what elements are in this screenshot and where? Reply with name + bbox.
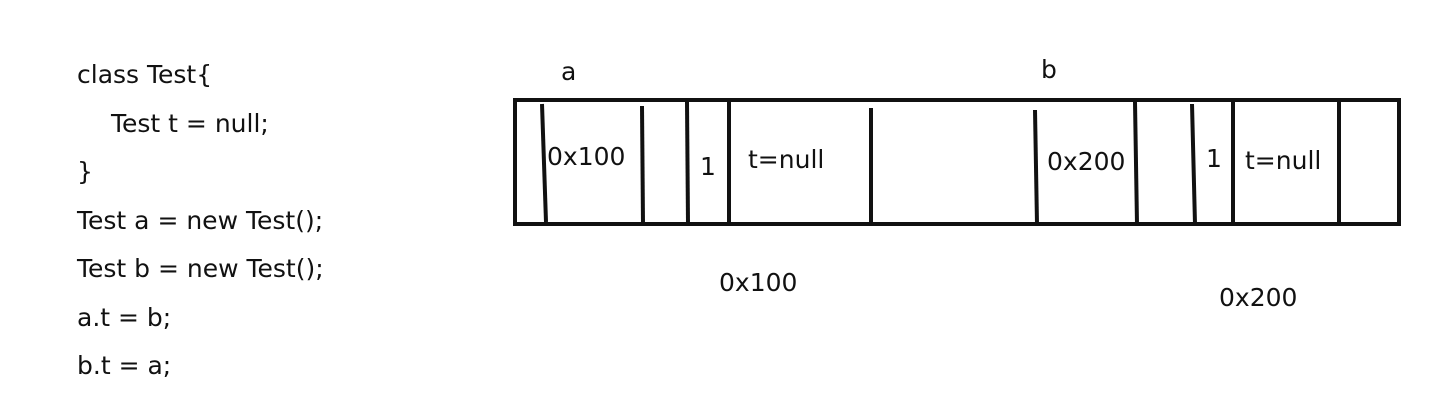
count-a-cell: 1	[700, 152, 716, 181]
cell-divider	[1190, 103, 1197, 225]
code-line: a.t = b;	[77, 302, 172, 332]
code-line: Test b = new Test();	[77, 254, 324, 283]
variable-b-label: b	[1041, 55, 1057, 84]
memory-block	[513, 98, 1401, 226]
cell-divider	[540, 103, 548, 223]
address-b-label: 0x200	[1219, 283, 1298, 312]
cell-divider	[1033, 109, 1039, 225]
reference-a-cell: 0x100	[547, 142, 625, 171]
cell-divider	[640, 105, 645, 225]
cell-divider	[685, 101, 690, 225]
code-line: Test t = null;	[111, 108, 269, 138]
reference-b-cell: 0x200	[1047, 147, 1125, 176]
code-line: class Test{	[77, 60, 213, 89]
code-line: }	[77, 157, 93, 186]
field-b-cell: t=null	[1245, 146, 1321, 175]
count-b-cell: 1	[1206, 144, 1222, 173]
code-line: b.t = a;	[77, 351, 172, 380]
cell-divider	[1133, 101, 1139, 225]
variable-a-label: a	[561, 57, 577, 86]
code-line: Test a = new Test();	[77, 205, 324, 235]
field-a-cell: t=null	[748, 145, 824, 174]
code-listing: class Test{ Test t = null; } Test a = ne…	[77, 54, 324, 394]
address-a-label: 0x100	[719, 268, 798, 297]
